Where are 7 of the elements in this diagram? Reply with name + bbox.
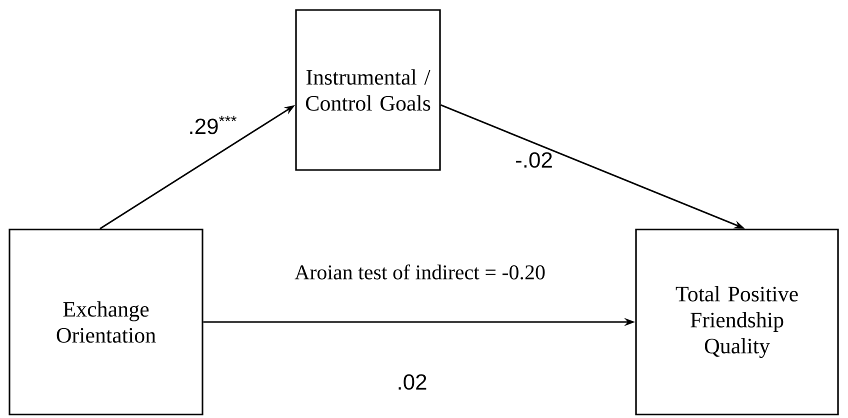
edge-label: .29$^{***}$ [190,116,237,134]
box: Instrumental / Control Goals [295,9,441,171]
edge-label: .02 [398,374,426,390]
note: Aroian test of indirect = -0.20 [294,264,545,280]
box: Total Positive Friendship Quality [635,228,839,416]
edge-label: -.02 [516,152,552,168]
box: Exchange Orientation [8,228,204,416]
